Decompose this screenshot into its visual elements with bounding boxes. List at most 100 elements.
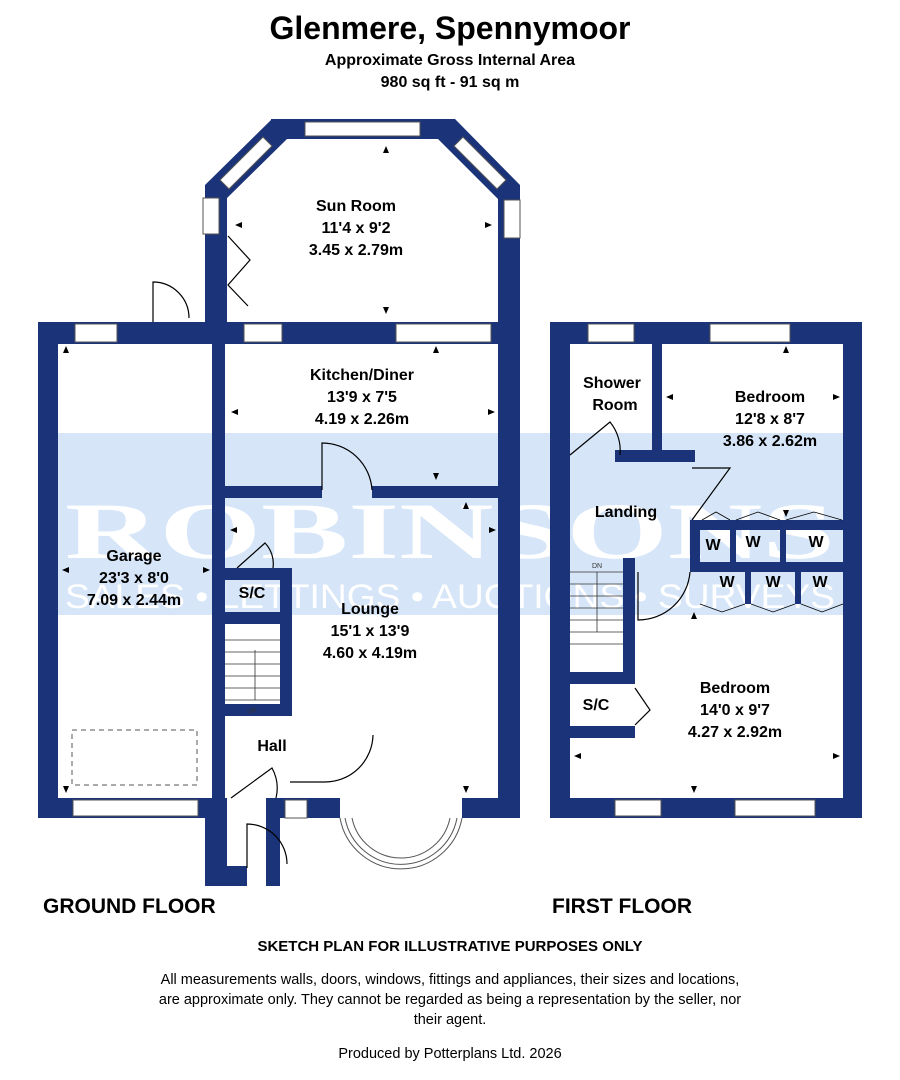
wardrobe-top-row-top: [690, 520, 845, 530]
garage-imperial: 23'3 x 8'0: [99, 570, 169, 587]
wardrobe-div-2: [780, 525, 786, 565]
wardrobe-5: W: [765, 574, 781, 591]
hall-label: Hall: [257, 738, 286, 755]
bedroom2-imperial: 14'0 x 9'7: [700, 702, 770, 719]
lounge-metric: 4.60 x 4.19m: [323, 645, 417, 662]
kitchen-metric: 4.19 x 2.26m: [315, 411, 409, 428]
landing-label: Landing: [595, 504, 657, 521]
bedroom1-metric: 3.86 x 2.62m: [723, 433, 817, 450]
ground-floor-labels: Sun Room 11'4 x 9'2 3.45 x 2.79m Kitchen…: [87, 198, 417, 755]
sunroom-name: Sun Room: [316, 198, 396, 215]
sunroom-left-angled-window: [219, 136, 273, 190]
wardrobe-doors: [699, 511, 844, 613]
first-floor-stairs: [570, 571, 623, 645]
ground-stair-label: UP: [247, 708, 257, 715]
wardrobe-3: W: [808, 534, 824, 551]
hall-inner-door: [230, 767, 278, 799]
producer-credit: Produced by Potterplans Ltd. 2026: [338, 1046, 562, 1062]
garage-name: Garage: [106, 548, 161, 565]
hall-top-wall: [225, 704, 285, 716]
wardrobe-4: W: [719, 574, 735, 591]
ground-floor-stairs: [225, 639, 280, 701]
garage-door-outline: [71, 729, 198, 786]
ground-sc-label: S/C: [239, 585, 266, 602]
sunroom-folding-door: [227, 235, 251, 307]
stair-right-wall: [280, 568, 292, 716]
ff-sc-door: [634, 687, 651, 726]
garage-metric: 7.09 x 2.44m: [87, 592, 181, 609]
kitchen-name: Kitchen/Diner: [310, 367, 414, 384]
sunroom-metric: 3.45 x 2.79m: [309, 242, 403, 259]
first-floor-windows: [587, 323, 816, 817]
ff-left-wall: [550, 322, 570, 818]
lounge-imperial: 15'1 x 13'9: [331, 623, 410, 640]
kitchen-lounge-divider-left: [225, 486, 322, 498]
area-value: 980 sq ft - 91 sq m: [380, 74, 520, 91]
bedroom1-imperial: 12'8 x 8'7: [735, 411, 805, 428]
wardrobe-div-3: [745, 570, 751, 604]
shower-window: [587, 323, 635, 343]
kitchen-imperial: 13'9 x 7'5: [327, 389, 397, 406]
measurement-arrows: [62, 146, 840, 793]
wardrobe-left-wall: [690, 520, 700, 568]
porch-bottom-wall: [205, 866, 247, 886]
bedroom2-door: [637, 571, 691, 621]
lounge-name: Lounge: [341, 601, 399, 618]
sunroom-top-window: [304, 121, 421, 137]
bedroom1-name: Bedroom: [735, 389, 805, 406]
wardrobe-mid-wall: [690, 562, 845, 572]
front-door: [246, 823, 288, 868]
garage-left-wall: [38, 322, 58, 818]
first-floor-doors: [569, 421, 732, 726]
garage-top-window: [74, 323, 118, 343]
bedroom2-name: Bedroom: [700, 680, 770, 697]
wardrobe-1: W: [705, 537, 721, 554]
shower-door: [569, 421, 621, 456]
lounge-bay-window: [339, 817, 463, 870]
garage-right-wall: [212, 322, 225, 818]
sunroom-right-angled-window: [453, 136, 507, 190]
sunroom-imperial: 11'4 x 9'2: [321, 220, 390, 237]
shower-room-label-line2: Room: [592, 397, 637, 414]
sc-door: [236, 542, 274, 569]
stair-wall: [623, 558, 635, 683]
first-floor-walls: [550, 322, 862, 818]
wardrobe-div-4: [795, 570, 801, 604]
wardrobe-div-1: [730, 525, 736, 565]
ground-floor-doors: [152, 235, 374, 868]
watermark-brand: ROBINSONS: [65, 488, 835, 576]
sunroom-left-window: [202, 197, 220, 235]
ff-sc-label: S/C: [583, 697, 610, 714]
kitchen-window-right: [395, 323, 492, 343]
disclaimer-text: All measurements walls, doors, windows, …: [158, 972, 742, 1028]
kitchen-window-left: [243, 323, 283, 343]
first-floor-labels: Shower Room Bedroom 12'8 x 8'7 3.86 x 2.…: [583, 375, 829, 741]
sunroom-right-window: [503, 199, 521, 239]
wardrobe-2: W: [745, 534, 761, 551]
porch-left-wall: [205, 798, 227, 886]
kitchen-door: [321, 442, 373, 491]
shower-room-label-line1: Shower: [583, 375, 641, 392]
lounge-door: [290, 734, 374, 783]
ground-floor-label: GROUND FLOOR: [43, 895, 216, 918]
ground-floor-windows: [72, 121, 521, 819]
shower-bottom-wall: [615, 450, 695, 462]
sc-top-wall-ff: [570, 672, 635, 684]
disclaimer-title: SKETCH PLAN FOR ILLUSTRATIVE PURPOSES ON…: [257, 938, 643, 955]
sc-top-wall: [225, 568, 280, 580]
watermark-services: SALES • LETTINGS • AUCTIONS • SURVEYS: [65, 578, 835, 616]
ff-right-wall: [843, 322, 862, 818]
sc-bottom-wall-ff: [570, 726, 635, 738]
hall-window: [284, 799, 308, 819]
kitchen-lounge-divider-right: [372, 486, 500, 498]
porch-right-wall: [266, 798, 280, 886]
first-stair-label: DN: [592, 563, 602, 570]
garage-top-wall: [38, 322, 228, 344]
bedroom2-window-left: [614, 799, 662, 817]
main-right-wall: [498, 194, 520, 818]
area-label: Approximate Gross Internal Area: [324, 52, 576, 69]
bedroom1-door: [691, 467, 732, 521]
lounge-bottom-wall-right: [462, 798, 520, 818]
plan-title: Glenmere, Spennymoor: [269, 10, 631, 46]
